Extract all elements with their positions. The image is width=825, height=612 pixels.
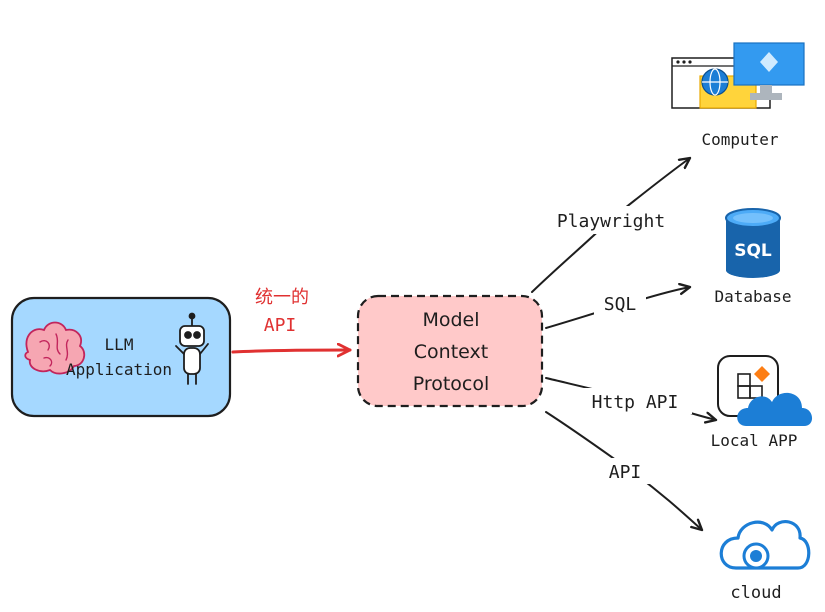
computer-icon — [671, 42, 805, 109]
llm-app-line1: LLM — [105, 335, 134, 354]
computer-label: Computer — [701, 130, 778, 149]
cloud-node: cloud — [719, 520, 811, 603]
llm-application-node: LLM Application — [10, 296, 232, 418]
database-icon-text: SQL — [734, 241, 772, 261]
sql-label: SQL — [604, 294, 637, 315]
database-label: Database — [714, 287, 791, 306]
llm-application-box — [10, 296, 232, 418]
robot-icon — [175, 312, 209, 385]
cloud-icon — [719, 520, 811, 570]
http-api-label: Http API — [592, 392, 679, 413]
mcp-line2: Context — [414, 341, 488, 363]
database-icon: SQL — [725, 208, 781, 278]
azure-cloud-icon — [737, 392, 813, 426]
mcp-line1: Model — [422, 309, 479, 331]
local-app-label: Local APP — [711, 431, 798, 450]
api-label: API — [609, 462, 642, 483]
unified-api-label-line2: API — [264, 315, 297, 336]
playwright-label-bg — [548, 206, 674, 234]
http-api-label-bg — [578, 388, 692, 414]
api-label-bg — [600, 458, 650, 484]
database-node: SQL Database — [714, 208, 792, 306]
local-app-node: Local APP — [711, 355, 813, 450]
unified-api-arrow — [231, 350, 352, 352]
mcp-box — [356, 294, 544, 408]
unified-api-label-line1: 统一的 — [255, 287, 309, 308]
brain-icon — [24, 321, 86, 375]
cloud-label: cloud — [730, 583, 781, 603]
computer-node: Computer — [671, 42, 805, 149]
mcp-node: Model Context Protocol — [356, 294, 544, 408]
playwright-label: Playwright — [557, 211, 665, 232]
llm-app-line2: Application — [66, 360, 172, 379]
sql-label-bg — [594, 290, 646, 316]
mcp-line3: Protocol — [413, 373, 490, 395]
